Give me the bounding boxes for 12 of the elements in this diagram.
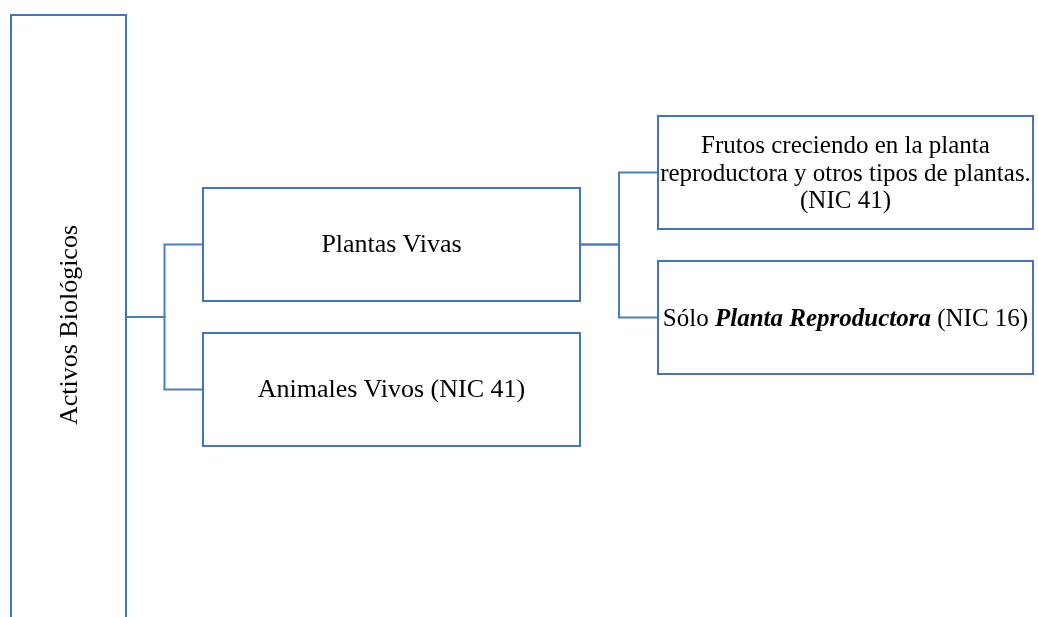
connector-line [580,243,658,319]
text-box [202,332,581,447]
text-box [657,115,1034,230]
box-label: Plantas Vivas [321,230,462,259]
connector-line [126,316,203,391]
text-box [10,14,127,617]
box-label: Activos Biológicos [54,224,83,426]
text-box [657,260,1034,375]
box-label: Animales Vivos (NIC 41) [257,375,526,404]
text-box [202,187,581,302]
box-label: Sólo Planta Reproductora (NIC 16) [662,303,1029,332]
box-label: Frutos creciendo en la planta reproductora y otros tipos de plantas. (NIC 41) [659,131,1032,214]
